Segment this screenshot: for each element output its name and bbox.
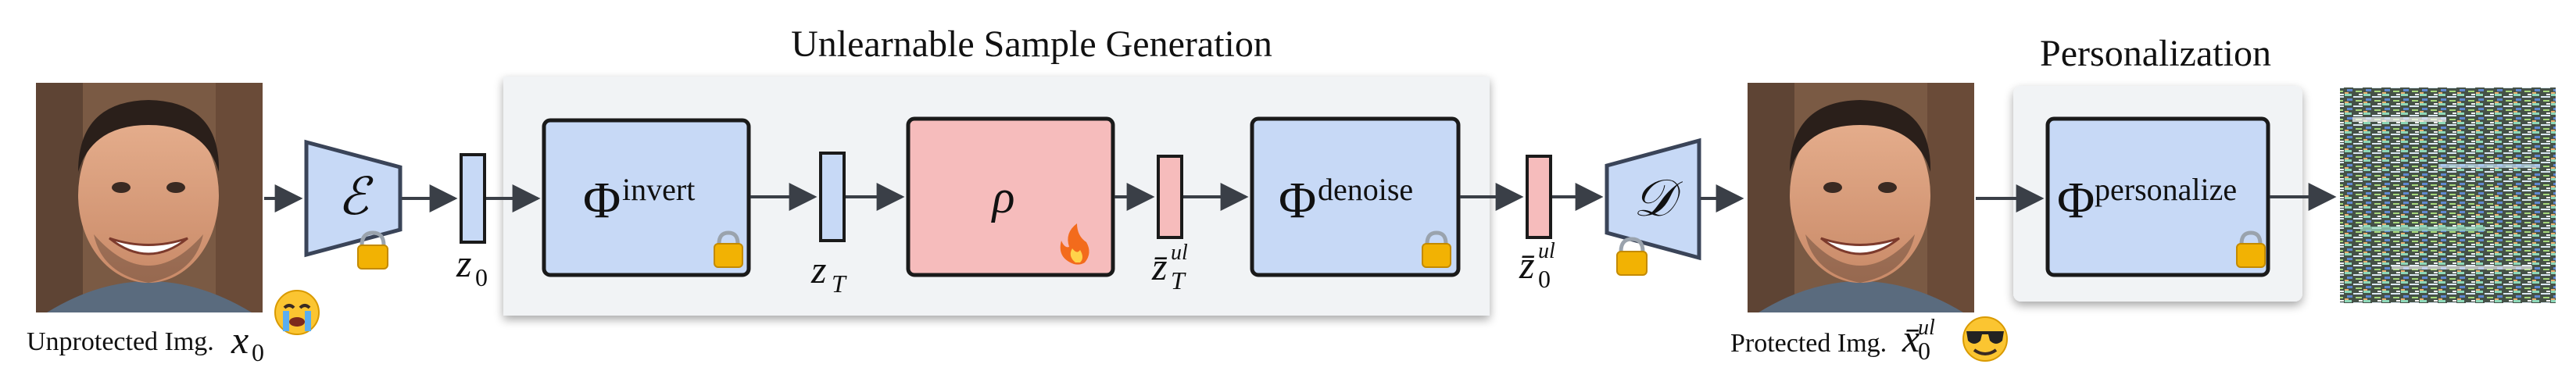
zbar0-sup: ul — [1538, 239, 1555, 263]
latent-zT — [819, 152, 846, 242]
latent-zbar0 — [1526, 155, 1552, 239]
z0-var: z — [456, 241, 471, 285]
input-caption: Unprotected Img. — [27, 327, 214, 356]
invert-label: invert — [622, 172, 695, 207]
personalize-block — [2045, 116, 2270, 277]
rho-block — [906, 116, 1115, 277]
lock-icon — [2236, 230, 2266, 268]
rho-symbol: ρ — [991, 171, 1015, 223]
noise-image-icon — [2340, 87, 2556, 303]
sunglasses-emoji-icon — [1962, 316, 2008, 362]
zbarT-var: z̄ — [1151, 245, 1168, 288]
lock-icon — [357, 230, 388, 270]
z0-sub: 0 — [475, 263, 488, 291]
zT-sub: T — [832, 270, 847, 298]
zbar0-var: z̄ — [1519, 243, 1535, 287]
lock-icon — [714, 230, 743, 268]
section-title-generation: Unlearnable Sample Generation — [791, 23, 1272, 65]
denoise-phi: Φ — [1279, 172, 1316, 229]
output-var: x̄ — [1902, 316, 1919, 360]
output-sub: 0 — [1918, 337, 1930, 365]
personalize-label: personalize — [2095, 172, 2237, 207]
crying-emoji-icon — [274, 290, 320, 335]
encoder-block — [304, 139, 402, 258]
face-photo-icon — [36, 83, 263, 312]
invert-block — [542, 118, 751, 277]
zT-var: z — [810, 248, 826, 291]
section-title-personalization: Personalization — [2040, 33, 2271, 74]
output-caption: Protected Img. — [1730, 329, 1887, 358]
latent-zbarT — [1157, 155, 1183, 239]
decoder-block — [1605, 137, 1701, 261]
invert-phi: Φ — [583, 172, 621, 229]
zbar0-sub: 0 — [1538, 265, 1551, 293]
input-var: x — [231, 318, 249, 362]
zbarT-sup: ul — [1171, 241, 1188, 265]
encoder-symbol: ℰ — [338, 169, 374, 226]
fire-icon — [1060, 223, 1089, 265]
zbarT-sub: T — [1171, 266, 1186, 295]
personalize-phi: Φ — [2057, 172, 2095, 229]
latent-z0 — [460, 153, 486, 244]
face-photo-icon — [1748, 83, 1974, 312]
lock-icon — [1616, 237, 1648, 276]
output-sup: ul — [1918, 316, 1935, 340]
denoise-label: denoise — [1318, 172, 1413, 207]
denoise-block — [1250, 116, 1461, 277]
lock-icon — [1422, 230, 1451, 268]
input-sub: 0 — [252, 338, 264, 366]
